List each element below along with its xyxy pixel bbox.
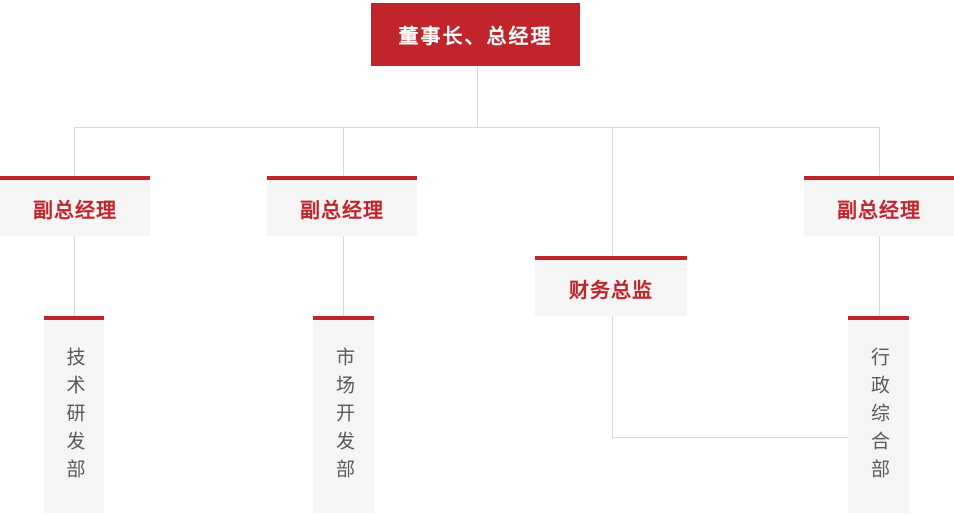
vice-general-manager-label-3: 副总经理 bbox=[837, 197, 921, 222]
tech-rd-department-label: 技术研发部 bbox=[63, 346, 86, 487]
finance-director-label: 财务总监 bbox=[569, 277, 653, 302]
connector-vice-gm-1-to-dept-line bbox=[74, 236, 75, 316]
vice-general-manager-node-2: 副总经理 bbox=[267, 176, 417, 236]
connector-drop-vice-gm-1-line bbox=[74, 128, 75, 176]
connector-drop-vice-gm-2-line bbox=[343, 128, 344, 176]
market-dev-department-node: 市场开发部 bbox=[313, 316, 374, 513]
connector-drop-vice-gm-3-line bbox=[879, 128, 880, 176]
tech-rd-department-node: 技术研发部 bbox=[44, 316, 104, 513]
connector-finance-director-elbow-down-line bbox=[612, 316, 613, 437]
connector-drop-finance-director-line bbox=[612, 128, 613, 256]
chairman-general-manager-label: 董事长、总经理 bbox=[398, 24, 553, 48]
admin-general-department-node: 行政综合部 bbox=[848, 316, 909, 513]
market-dev-department-label: 市场开发部 bbox=[333, 346, 355, 487]
vice-general-manager-label-2: 副总经理 bbox=[300, 197, 384, 222]
chairman-general-manager-node: 董事长、总经理 bbox=[371, 3, 580, 66]
connector-vice-gm-2-to-dept-line bbox=[343, 236, 344, 316]
connector-vice-gm-3-to-dept-line bbox=[879, 236, 880, 316]
admin-general-department-label: 行政综合部 bbox=[868, 346, 890, 487]
vice-general-manager-node-1: 副总经理 bbox=[0, 176, 150, 236]
connector-root-drop-line bbox=[477, 66, 478, 127]
vice-general-manager-node-3: 副总经理 bbox=[804, 176, 954, 236]
finance-director-node: 财务总监 bbox=[535, 256, 687, 316]
connector-finance-director-elbow-right-line bbox=[612, 437, 848, 438]
connector-level2-horizontal-line bbox=[74, 127, 880, 128]
vice-general-manager-label-1: 副总经理 bbox=[33, 197, 117, 222]
